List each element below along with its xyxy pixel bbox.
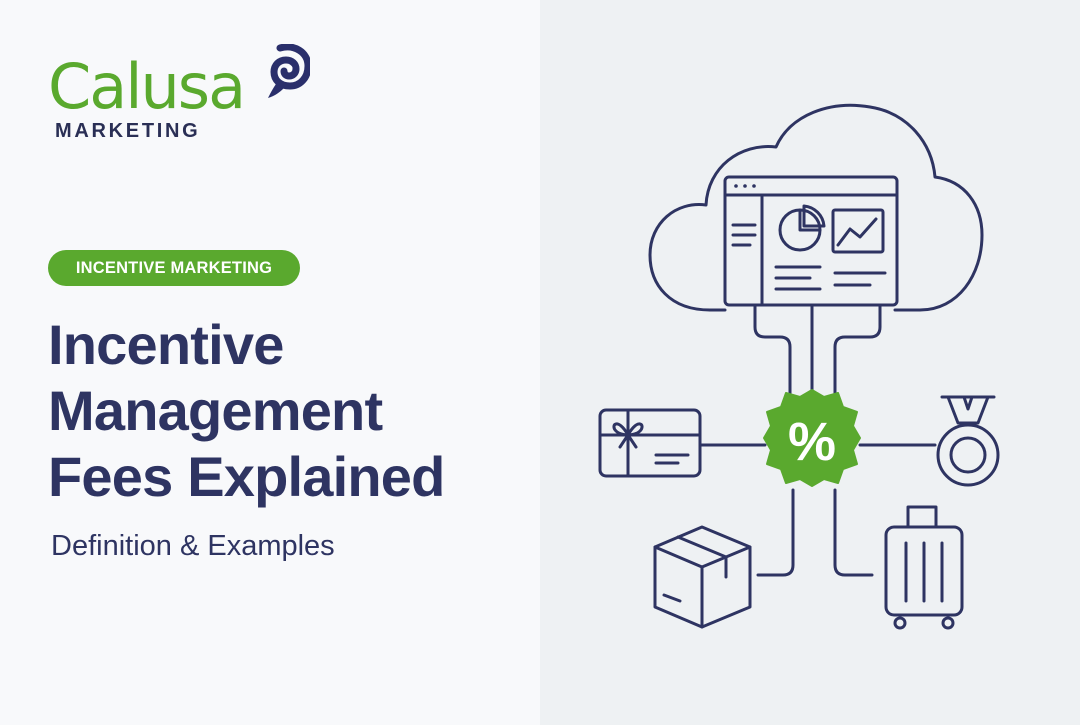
title-line-1: Incentive bbox=[48, 313, 284, 376]
percent-badge-icon: % bbox=[763, 389, 861, 487]
page-title: Incentive Management Fees Explained bbox=[48, 312, 445, 510]
illustration-panel bbox=[540, 0, 1080, 725]
brand-logo[interactable]: Calusa MARKETING bbox=[48, 44, 318, 144]
medal-icon bbox=[936, 395, 1000, 487]
category-badge[interactable]: INCENTIVE MARKETING bbox=[48, 250, 300, 286]
package-box-icon bbox=[653, 525, 752, 629]
percent-label: % bbox=[788, 412, 836, 472]
incentive-network-illustration: % bbox=[598, 103, 1000, 630]
cloud-icon bbox=[648, 103, 984, 312]
logo-tagline: MARKETING bbox=[55, 120, 201, 142]
title-line-3: Fees Explained bbox=[48, 445, 445, 508]
dashboard-window-icon bbox=[723, 175, 899, 307]
page-subtitle: Definition & Examples bbox=[51, 530, 335, 562]
nautilus-shell-icon bbox=[268, 44, 310, 98]
title-line-2: Management bbox=[48, 379, 383, 442]
gift-card-icon bbox=[598, 408, 702, 478]
line-chart-icon bbox=[831, 208, 885, 254]
pie-chart-icon bbox=[778, 204, 826, 252]
logo-wordmark: Calusa bbox=[48, 50, 246, 123]
suitcase-icon bbox=[884, 505, 964, 630]
